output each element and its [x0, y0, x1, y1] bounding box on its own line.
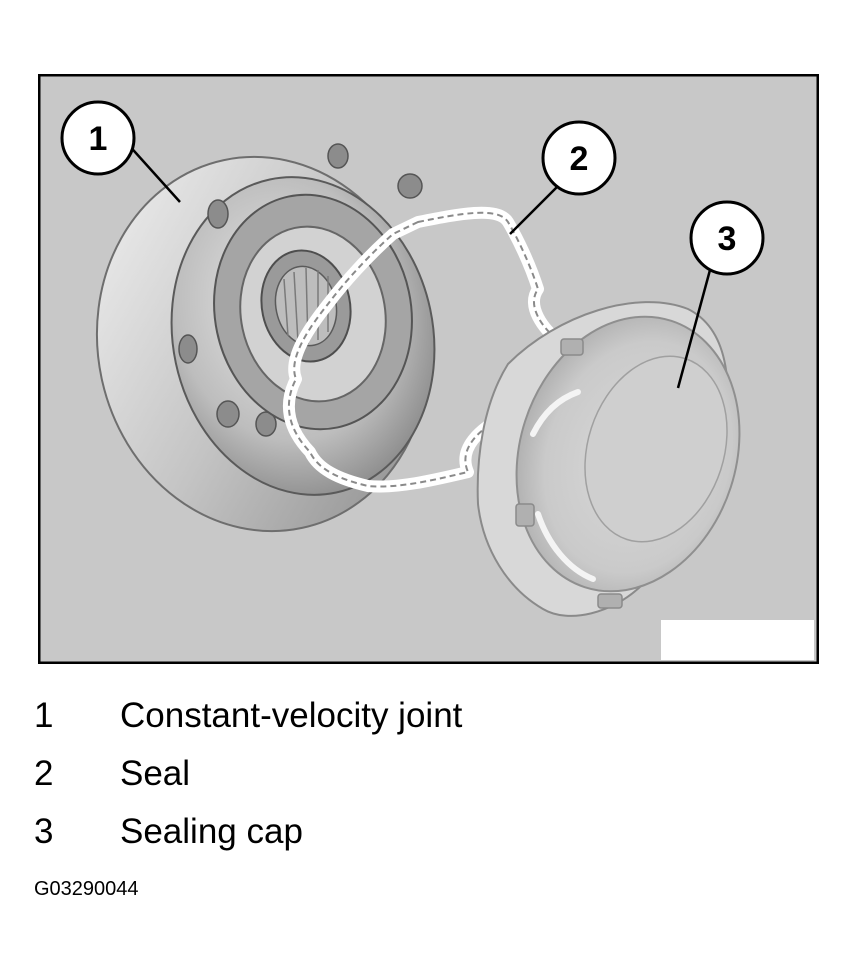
callout-circle-1	[60, 100, 136, 176]
callout-circle-2	[541, 120, 617, 196]
callout-circle-3	[689, 200, 765, 276]
legend-row-2: 2 Seal	[34, 752, 794, 810]
legend-text-3: Sealing cap	[120, 812, 303, 851]
exploded-view-illustration: 1 2 3	[38, 74, 819, 664]
blank-label-patch	[661, 620, 814, 660]
legend-number-3: 3	[34, 812, 54, 851]
leader-line-3	[676, 269, 712, 389]
legend-number-2: 2	[34, 754, 54, 793]
legend-text-1: Constant-velocity joint	[120, 696, 463, 735]
cv-joint-part	[95, 143, 436, 533]
callout-number-3: 3	[718, 220, 737, 258]
callout-3: 3	[676, 200, 765, 389]
sealing-cap-part	[476, 301, 741, 617]
seal-part	[282, 206, 566, 493]
figure-id: G03290044	[34, 878, 139, 900]
parts-legend: 1 Constant-velocity joint 2 Seal 3 Seali…	[34, 694, 794, 868]
callout-number-2: 2	[570, 140, 589, 178]
illustration-frame: 1 2 3	[38, 74, 819, 664]
legend-row-1: 1 Constant-velocity joint	[34, 694, 794, 752]
legend-number-1: 1	[34, 696, 54, 735]
callout-2: 2	[509, 120, 617, 235]
callout-number-1: 1	[89, 120, 108, 158]
legend-row-3: 3 Sealing cap	[34, 810, 794, 868]
leader-line-2	[509, 185, 559, 235]
leader-line-1	[125, 141, 181, 203]
legend-text-2: Seal	[120, 754, 191, 793]
callout-1: 1	[60, 100, 181, 203]
